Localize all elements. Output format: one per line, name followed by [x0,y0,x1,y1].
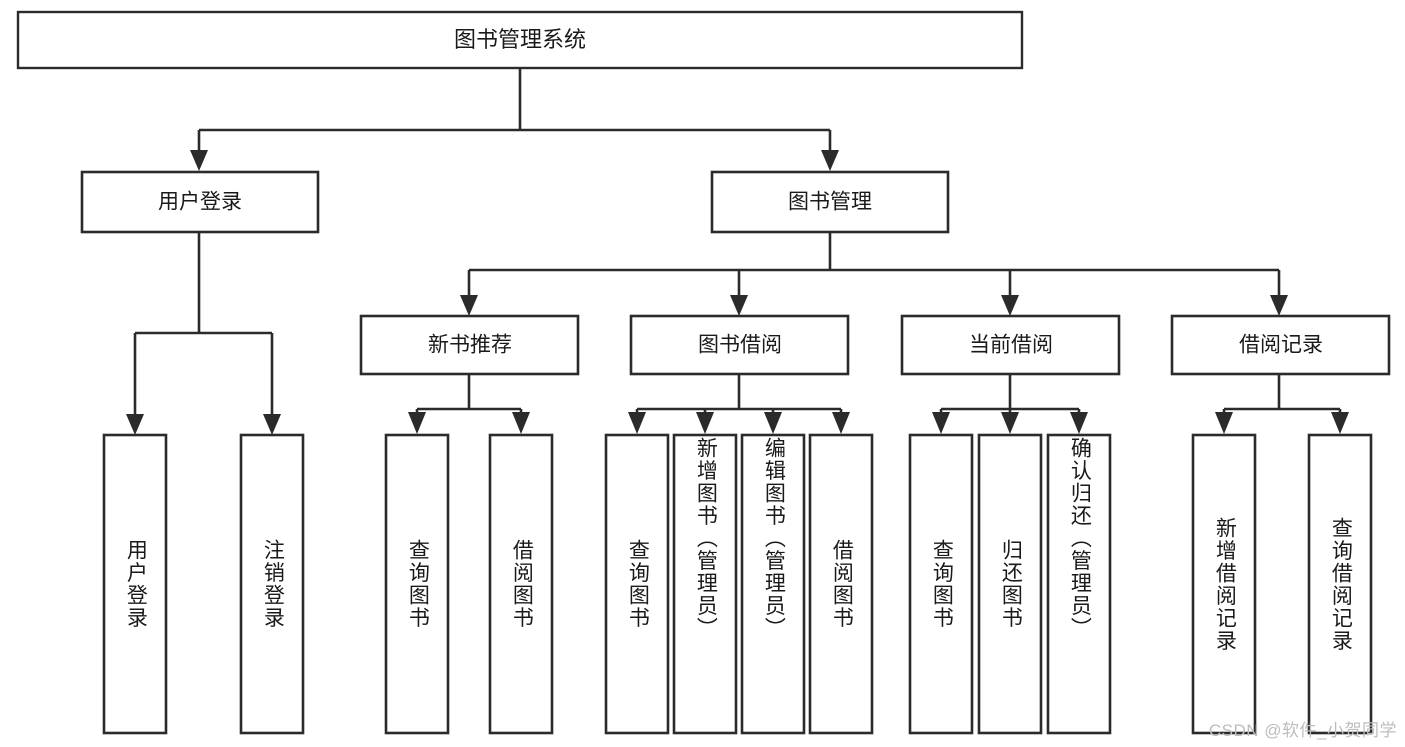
leaf-node-book-borrow-2[interactable] [740,433,806,735]
arrow-current-borrow-leaf-0 [932,412,950,434]
leaf-box[interactable] [808,433,874,735]
leaf-box[interactable] [740,433,806,735]
arrow-to-book-manage [821,150,839,171]
root-box[interactable] [16,10,1024,70]
leaf-node-new-book-1[interactable] [488,433,554,735]
node-current-borrow[interactable]: 当前借阅 [900,314,1121,376]
leaf-box[interactable] [604,433,670,735]
arrow-to-borrow-record [1270,295,1288,316]
arrow-book-borrow-leaf-1 [696,412,714,434]
arrow-user-login-leaf-0 [126,414,144,435]
connectors-group [126,68,1349,435]
book-manage-box[interactable] [710,170,950,234]
arrow-to-user-login [190,150,208,171]
current-borrow-label: 当前借阅 [969,334,1053,357]
leaf-box[interactable] [488,433,554,735]
leaf-node-current-borrow-2[interactable] [1046,433,1112,735]
arrow-new-book-leaf-1 [512,412,530,434]
arrow-to-new-book [460,295,478,316]
book-manage-label: 图书管理 [788,191,872,214]
leaf-box[interactable] [1307,433,1373,735]
new-book-recommend-box[interactable] [359,314,580,376]
leaf-box[interactable] [239,433,305,735]
leaf-box[interactable] [977,433,1043,735]
arrow-current-borrow-leaf-2 [1070,412,1088,434]
leaf-node-current-borrow-0[interactable] [908,433,974,735]
arrow-book-borrow-leaf-3 [832,412,850,434]
leaf-box[interactable] [908,433,974,735]
arrow-borrow-record-leaf-0 [1215,412,1233,434]
leaf-node-book-borrow-1[interactable] [672,433,738,735]
watermark-text: CSDN @软件_小贺同学 [1208,721,1397,740]
new-book-recommend-label: 新书推荐 [428,334,512,357]
node-root-system[interactable]: 图书管理系统 [16,10,1024,70]
book-borrow-box[interactable] [629,314,850,376]
arrow-to-current-borrow [1001,295,1019,316]
leaf-box[interactable] [102,433,168,735]
user-login-label: 用户登录 [158,191,242,214]
node-user-login[interactable]: 用户登录 [80,170,320,234]
leaf-box[interactable] [1046,433,1112,735]
leaf-node-book-borrow-3[interactable] [808,433,874,735]
leaf-node-user-login-0[interactable] [102,433,168,735]
leaf-node-book-borrow-0[interactable] [604,433,670,735]
leaf-node-new-book-0[interactable] [384,433,450,735]
node-borrow-record[interactable]: 借阅记录 [1170,314,1391,376]
root-label: 图书管理系统 [454,27,586,52]
arrow-book-borrow-leaf-0 [628,412,646,434]
book-borrow-label: 图书借阅 [698,334,782,357]
arrow-borrow-record-leaf-1 [1331,412,1349,434]
leaf-node-user-login-1[interactable] [239,433,305,735]
arrow-to-book-borrow [730,295,748,316]
borrow-record-box[interactable] [1170,314,1391,376]
node-book-borrow[interactable]: 图书借阅 [629,314,850,376]
leaf-box[interactable] [384,433,450,735]
current-borrow-box[interactable] [900,314,1121,376]
leaf-box[interactable] [672,433,738,735]
arrow-new-book-leaf-0 [408,412,426,434]
leaf-node-borrow-record-1[interactable] [1307,433,1373,735]
user-login-box[interactable] [80,170,320,234]
arrow-book-borrow-leaf-2 [764,412,782,434]
leaf-box[interactable] [1191,433,1257,735]
node-book-manage[interactable]: 图书管理 [710,170,950,234]
leaf-node-borrow-record-0[interactable] [1191,433,1257,735]
borrow-record-label: 借阅记录 [1239,334,1323,357]
arrow-current-borrow-leaf-1 [1001,412,1019,434]
arrow-user-login-leaf-1 [263,414,281,435]
node-new-book-recommend[interactable]: 新书推荐 [359,314,580,376]
leaf-node-current-borrow-1[interactable] [977,433,1043,735]
